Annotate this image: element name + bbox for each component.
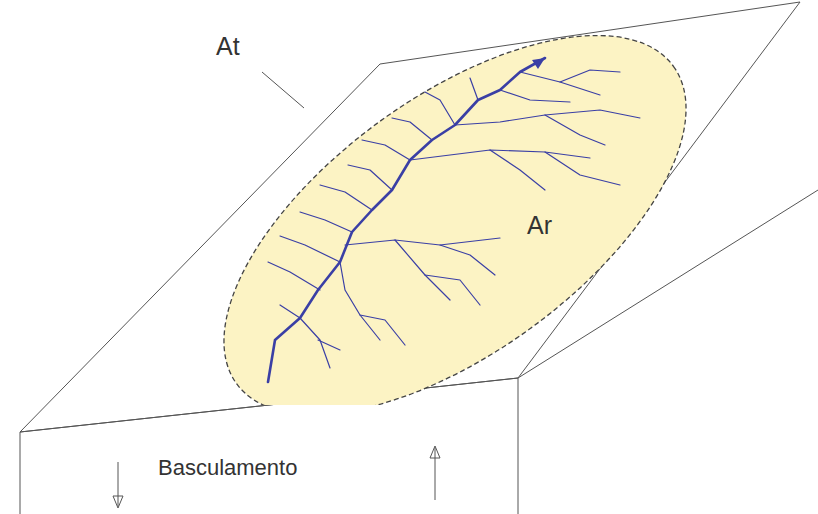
channel-label: At (216, 34, 240, 59)
basin-outline (215, 35, 705, 405)
tilt-label: Basculamento (158, 457, 297, 479)
leader-line (262, 72, 304, 108)
area-label: Ar (527, 213, 552, 238)
drainage-basin: Ar (215, 35, 705, 405)
tilt-arrows (113, 446, 440, 508)
